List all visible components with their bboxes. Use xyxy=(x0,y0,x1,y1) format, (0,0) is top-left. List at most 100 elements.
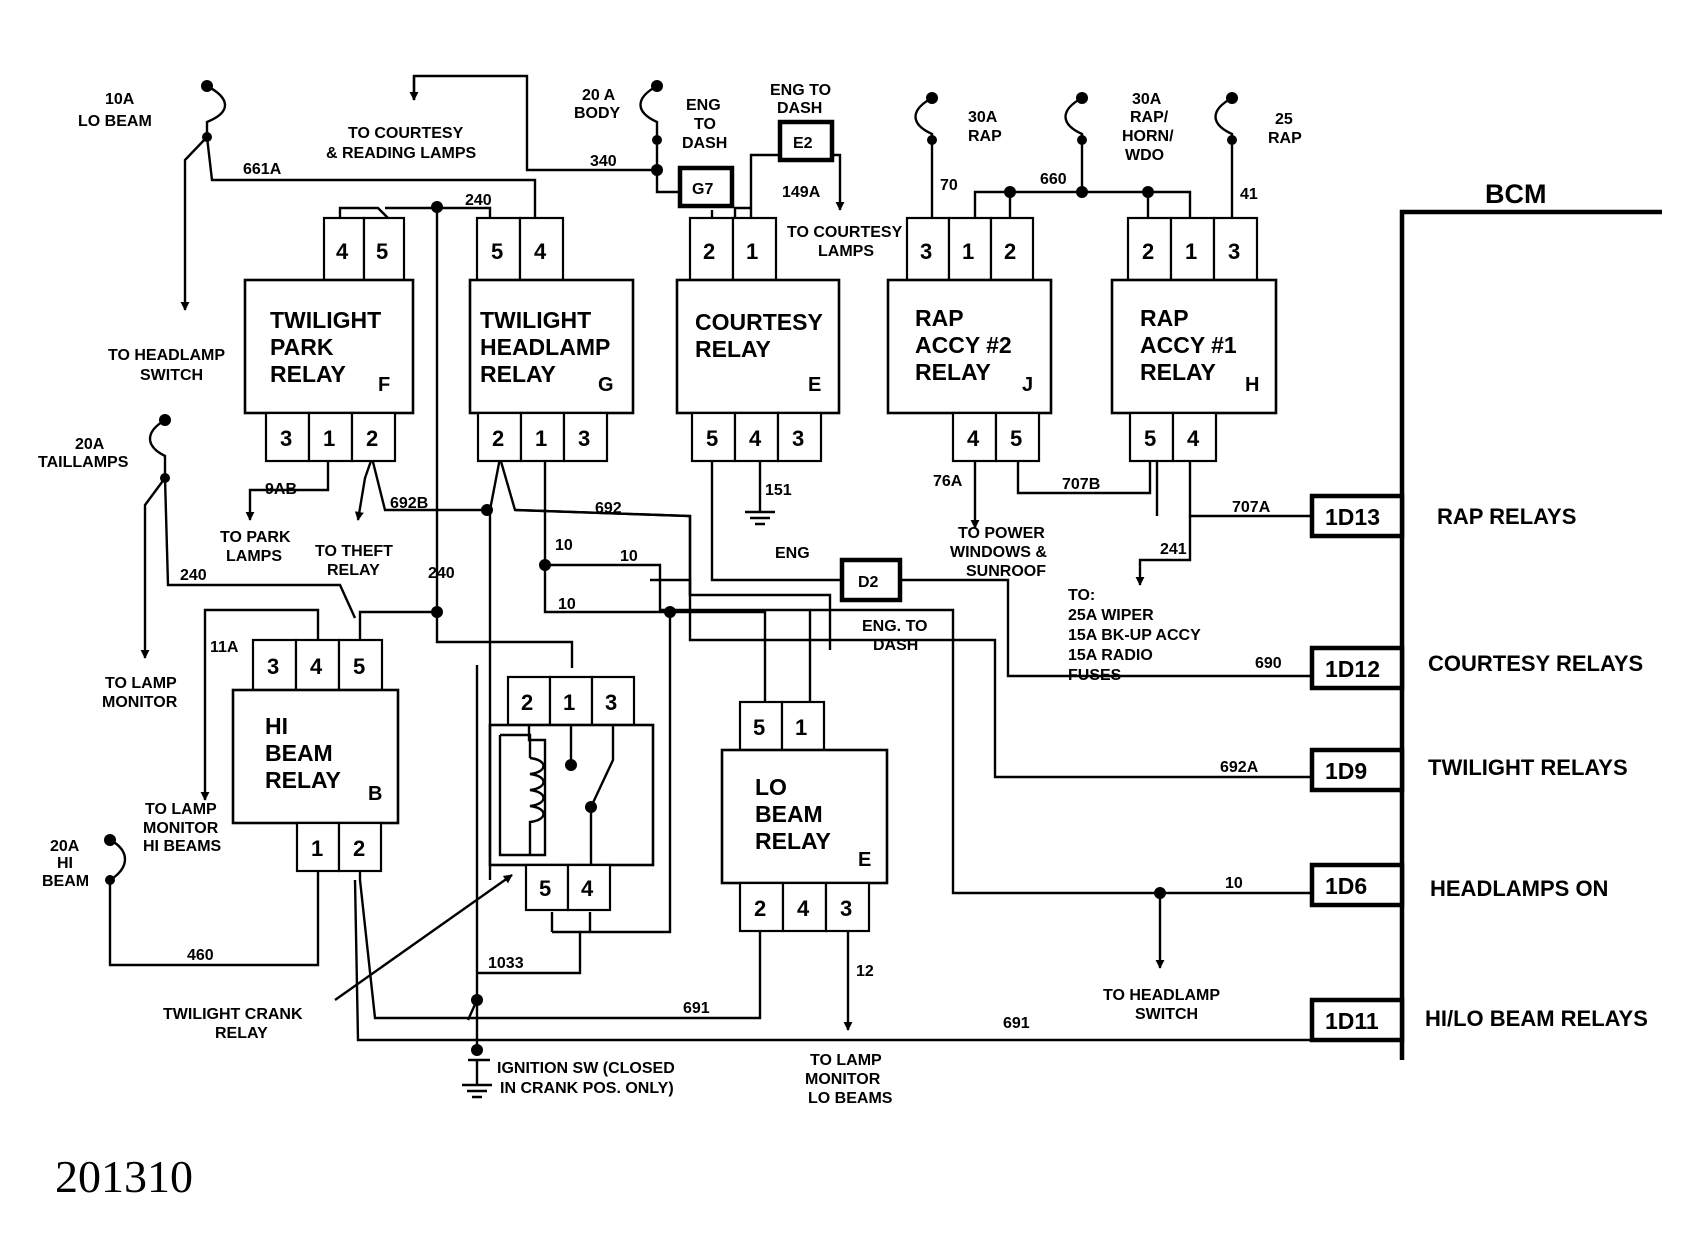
svg-text:DASH: DASH xyxy=(873,637,918,654)
svg-text:1: 1 xyxy=(535,426,547,451)
svg-text:RELAY: RELAY xyxy=(915,359,991,385)
twilight-headlamp-relay: 5 4 TWILIGHT HEADLAMP RELAY G 2 1 3 xyxy=(468,216,635,463)
svg-text:LAMPS: LAMPS xyxy=(226,548,282,565)
svg-text:TO:: TO: xyxy=(1068,587,1095,604)
svg-text:20A: 20A xyxy=(50,838,80,855)
svg-text:MONITOR: MONITOR xyxy=(102,694,178,711)
bcm-connector-1d12: 1D12 COURTESY RELAYS xyxy=(1309,645,1643,691)
svg-text:660: 660 xyxy=(1040,171,1067,188)
rap-accy-2-relay: 3 1 2 RAP ACCY #2 RELAY J 4 5 xyxy=(886,216,1053,463)
svg-text:2: 2 xyxy=(703,239,715,264)
svg-text:WINDOWS &: WINDOWS & xyxy=(950,544,1047,561)
svg-text:RELAY: RELAY xyxy=(695,336,771,362)
svg-text:HI: HI xyxy=(57,855,73,872)
svg-text:1: 1 xyxy=(1185,239,1197,264)
svg-text:PARK: PARK xyxy=(270,334,334,360)
svg-text:MONITOR: MONITOR xyxy=(143,820,219,837)
svg-text:RAP/: RAP/ xyxy=(1130,109,1169,126)
svg-text:4: 4 xyxy=(336,239,349,264)
svg-text:707A: 707A xyxy=(1232,499,1271,516)
svg-text:1: 1 xyxy=(311,836,323,861)
svg-text:25: 25 xyxy=(1275,111,1293,128)
bcm-connector-1d9: 1D9 TWILIGHT RELAYS xyxy=(1309,747,1628,793)
svg-text:5: 5 xyxy=(1144,426,1156,451)
splice-d2: D2 xyxy=(839,557,903,603)
svg-text:HORN/: HORN/ xyxy=(1122,128,1174,145)
svg-text:5: 5 xyxy=(1010,426,1022,451)
svg-text:15A BK-UP ACCY: 15A BK-UP ACCY xyxy=(1068,627,1201,644)
svg-text:690: 690 xyxy=(1255,655,1282,672)
svg-text:661A: 661A xyxy=(243,161,282,178)
svg-text:15A RADIO: 15A RADIO xyxy=(1068,647,1153,664)
svg-text:FUSES: FUSES xyxy=(1068,667,1122,684)
svg-text:1: 1 xyxy=(962,239,974,264)
svg-text:RELAY: RELAY xyxy=(327,562,380,579)
svg-text:1D9: 1D9 xyxy=(1325,758,1367,784)
svg-text:10: 10 xyxy=(620,548,638,565)
svg-text:30A: 30A xyxy=(968,109,998,126)
svg-text:1D13: 1D13 xyxy=(1325,504,1380,530)
svg-text:RELAY: RELAY xyxy=(1140,359,1216,385)
svg-text:76A: 76A xyxy=(933,473,963,490)
svg-text:TO POWER: TO POWER xyxy=(958,525,1045,542)
svg-text:HEADLAMP: HEADLAMP xyxy=(480,334,610,360)
svg-text:41: 41 xyxy=(1240,186,1258,203)
svg-text:240: 240 xyxy=(465,192,492,209)
svg-text:10: 10 xyxy=(555,537,573,554)
svg-text:5: 5 xyxy=(706,426,718,451)
svg-text:HI: HI xyxy=(265,713,288,739)
svg-text:4: 4 xyxy=(797,896,810,921)
svg-text:240: 240 xyxy=(428,565,455,582)
svg-text:692A: 692A xyxy=(1220,759,1259,776)
twilight-park-relay: 4 5 TWILIGHT PARK RELAY F 3 1 2 xyxy=(243,216,415,463)
svg-text:G7: G7 xyxy=(692,181,713,198)
svg-text:TO PARK: TO PARK xyxy=(220,529,291,546)
svg-text:3: 3 xyxy=(920,239,932,264)
svg-text:RELAY: RELAY xyxy=(270,361,346,387)
svg-text:E: E xyxy=(808,374,821,396)
svg-text:691: 691 xyxy=(1003,1015,1030,1032)
svg-text:4: 4 xyxy=(1187,426,1200,451)
svg-text:J: J xyxy=(1022,374,1033,396)
courtesy-relay: 2 1 COURTESY RELAY E 5 4 3 xyxy=(675,216,841,463)
svg-text:10A: 10A xyxy=(105,91,135,108)
svg-text:30A: 30A xyxy=(1132,91,1162,108)
twilight-crank-relay: 2 1 3 5 4 xyxy=(488,675,655,912)
svg-text:RAP: RAP xyxy=(1268,130,1302,147)
svg-text:DASH: DASH xyxy=(682,135,727,152)
wire-numbers: 661A 340 240 149A 70 660 41 9AB 692B 692… xyxy=(180,153,1282,1032)
svg-text:& READING LAMPS: & READING LAMPS xyxy=(326,145,477,162)
splice-dots xyxy=(160,132,1166,1056)
svg-text:DASH: DASH xyxy=(777,100,822,117)
svg-text:SUNROOF: SUNROOF xyxy=(966,563,1046,580)
figure-number: 201310 xyxy=(55,1151,193,1202)
svg-text:RELAY: RELAY xyxy=(755,828,831,854)
svg-text:3: 3 xyxy=(840,896,852,921)
bcm-module: BCM 1D13 RAP RELAYS 1D12 COURTESY RELAYS… xyxy=(1309,179,1662,1060)
svg-text:TO LAMP: TO LAMP xyxy=(810,1052,882,1069)
svg-text:4: 4 xyxy=(581,876,594,901)
svg-text:RELAY: RELAY xyxy=(215,1025,268,1042)
svg-text:11A: 11A xyxy=(210,639,239,656)
svg-text:RELAY: RELAY xyxy=(265,767,341,793)
svg-text:20 A: 20 A xyxy=(582,87,616,104)
svg-text:4: 4 xyxy=(749,426,762,451)
svg-text:4: 4 xyxy=(534,239,547,264)
svg-text:3: 3 xyxy=(280,426,292,451)
svg-text:3: 3 xyxy=(267,654,279,679)
svg-text:4: 4 xyxy=(967,426,980,451)
fuse-terminals xyxy=(104,80,1238,885)
svg-text:691: 691 xyxy=(683,1000,710,1017)
svg-text:1: 1 xyxy=(795,715,807,740)
hi-beam-relay: 3 4 5 HI BEAM RELAY B 1 2 xyxy=(231,638,400,873)
svg-text:5: 5 xyxy=(353,654,365,679)
destination-labels: TO COURTESY & READING LAMPS ENG TO DASH … xyxy=(102,82,1220,1107)
bcm-label-twilight-relays: TWILIGHT RELAYS xyxy=(1428,755,1628,780)
svg-text:H: H xyxy=(1245,374,1259,396)
svg-text:149A: 149A xyxy=(782,184,821,201)
rap-accy-1-relay: 2 1 3 RAP ACCY #1 RELAY H 5 4 xyxy=(1110,216,1278,463)
svg-text:TO COURTESY: TO COURTESY xyxy=(348,125,464,142)
svg-text:25A WIPER: 25A WIPER xyxy=(1068,607,1154,624)
splice-e2: E2 xyxy=(777,119,835,163)
